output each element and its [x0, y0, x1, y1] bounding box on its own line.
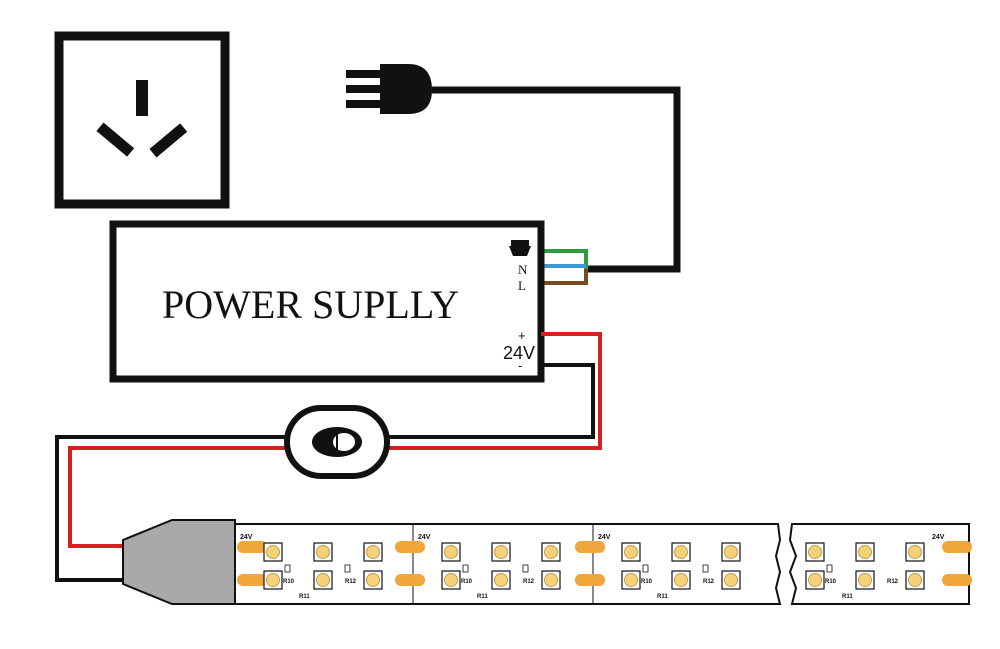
led-light	[444, 545, 458, 559]
strip-connector	[122, 519, 236, 605]
power-supply: POWER SUPLLY N L + 24V -	[109, 220, 545, 383]
resistor-label: R10	[641, 579, 653, 585]
resistor-label: R12	[703, 579, 715, 585]
resistor-chip	[826, 564, 833, 573]
resistor-label: R12	[887, 579, 899, 585]
voltage-label: 24V	[503, 343, 535, 363]
led-light	[266, 545, 280, 559]
led-light	[908, 573, 922, 587]
resistor-chip	[642, 564, 649, 573]
resistor-label: R10	[283, 579, 295, 585]
solder-pad	[237, 574, 267, 586]
mains-cable	[432, 86, 681, 273]
terminal-plus-label: +	[518, 328, 526, 343]
solder-pad	[395, 574, 425, 586]
solder-pad	[395, 541, 425, 553]
led-light	[908, 545, 922, 559]
resistor-label: R10	[825, 579, 837, 585]
segment-voltage-label: 24V	[598, 534, 611, 541]
led-light	[624, 573, 638, 587]
led-light	[366, 573, 380, 587]
mains-wires	[540, 249, 588, 285]
led-light	[316, 573, 330, 587]
led-light	[724, 573, 738, 587]
wall-outlet-icon	[54, 31, 230, 209]
resistor-chip	[284, 564, 291, 573]
led-light	[808, 573, 822, 587]
led-light	[366, 545, 380, 559]
resistor-label: R11	[477, 594, 488, 600]
led-light	[808, 545, 822, 559]
solder-pad	[942, 574, 972, 586]
led-light	[674, 545, 688, 559]
led-light	[544, 545, 558, 559]
segment-voltage-label: 24V	[418, 534, 431, 541]
led-light	[444, 573, 458, 587]
resistor-chip	[344, 564, 351, 573]
power-supply-title: POWER SUPLLY	[162, 282, 459, 327]
led-light	[674, 573, 688, 587]
resistor-chip	[462, 564, 469, 573]
resistor-label: R12	[523, 579, 535, 585]
led-light	[316, 545, 330, 559]
resistor-label: R11	[657, 594, 668, 600]
led-light	[544, 573, 558, 587]
solder-pad	[575, 541, 605, 553]
resistor-label: R10	[461, 579, 473, 585]
toggle-switch-icon	[284, 405, 390, 479]
terminal-minus-label: -	[518, 358, 522, 373]
segment-voltage-label: 24V	[240, 534, 253, 541]
led-light	[494, 545, 508, 559]
solder-pad	[237, 541, 267, 553]
terminal-l-label: L	[518, 278, 526, 293]
led-light	[266, 573, 280, 587]
solder-pad	[575, 574, 605, 586]
resistor-chip	[522, 564, 529, 573]
resistor-chip	[702, 564, 709, 573]
resistor-label: R11	[842, 594, 853, 600]
led-light	[858, 573, 872, 587]
solder-pad	[942, 541, 972, 553]
led-light	[858, 545, 872, 559]
led-light	[624, 545, 638, 559]
led-light	[494, 573, 508, 587]
led-light	[724, 545, 738, 559]
plug-icon	[346, 64, 432, 114]
resistor-label: R12	[345, 579, 357, 585]
ground-symbol-icon	[509, 240, 531, 256]
dc-wires	[55, 332, 602, 582]
resistor-label: R11	[299, 594, 310, 600]
terminal-n-label: N	[518, 262, 528, 277]
segment-voltage-label: 24V	[932, 534, 945, 541]
